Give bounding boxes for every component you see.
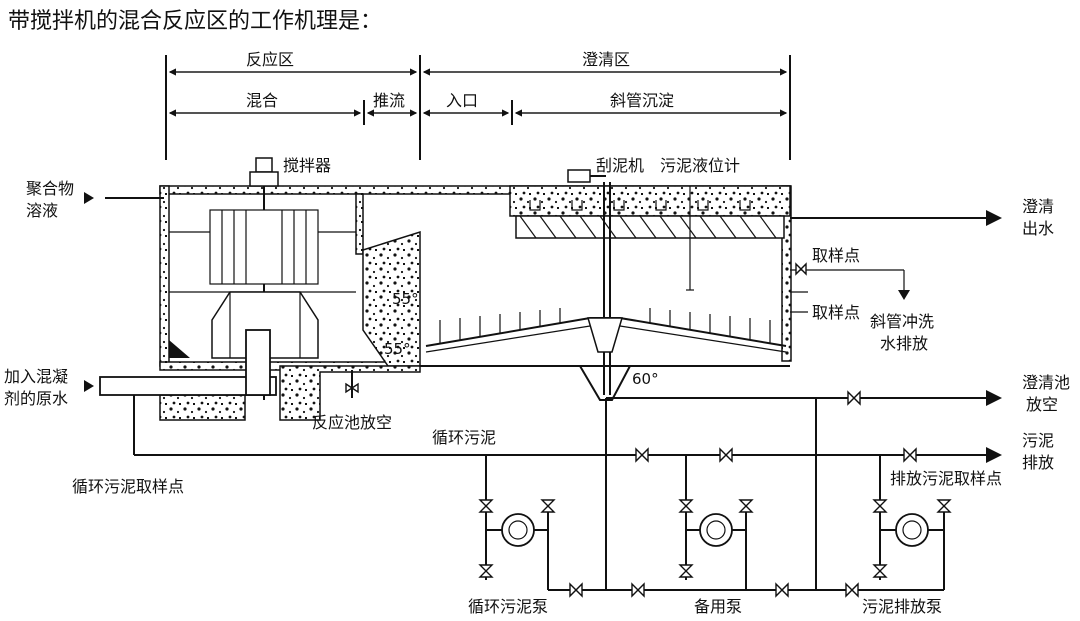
label-angle-1: 55°	[392, 290, 419, 308]
zone-clarify-label: 澄清区	[582, 50, 630, 69]
label-angle-2: 55°	[384, 340, 411, 358]
zone-tube-label: 斜管沉淀	[610, 91, 674, 110]
label-sample-2: 取样点	[812, 303, 860, 322]
piping	[99, 197, 1002, 591]
label-clarifier-drain-1: 澄清池	[1022, 373, 1070, 392]
label-polymer-2: 溶液	[26, 201, 58, 220]
agitator	[169, 157, 319, 400]
zone-inlet-label: 入口	[446, 91, 478, 110]
pump-recirc	[486, 513, 548, 547]
label-recirc-sample: 循环污泥取样点	[72, 477, 184, 496]
valves	[345, 262, 952, 598]
label-recirc-sludge: 循环污泥	[432, 428, 496, 447]
label-clear-out-2: 出水	[1022, 219, 1054, 238]
label-raw-water-1: 加入混凝	[4, 367, 68, 386]
polymer-arrow-icon	[84, 192, 94, 204]
zone-mix-label: 混合	[246, 91, 278, 110]
zone-reaction-label: 反应区	[246, 50, 294, 69]
label-tube-flush-1: 斜管冲洗	[870, 312, 934, 331]
scraper	[425, 169, 787, 395]
inclined-tubes	[519, 215, 777, 239]
sludge-level-meter	[686, 186, 694, 291]
label-sample-1: 取样点	[812, 246, 860, 265]
label-reactor-drain: 反应池放空	[312, 413, 392, 432]
label-agitator: 搅拌器	[283, 156, 331, 175]
pump-discharge	[880, 513, 944, 547]
label-clarifier-drain-2: 放空	[1026, 395, 1058, 414]
zone-push-label: 推流	[373, 91, 405, 110]
diagram-title: 带搅拌机的混合反应区的工作机理是：	[8, 9, 382, 34]
label-scraper: 刮泥机	[596, 156, 644, 175]
label-sludge-meter: 污泥液位计	[660, 156, 740, 175]
label-clear-out-1: 澄清	[1022, 197, 1054, 216]
label-discharge-sample: 排放污泥取样点	[890, 469, 1002, 488]
label-sludge-out-1: 污泥	[1022, 431, 1054, 450]
zone-dimensions	[165, 55, 791, 160]
label-pump-standby: 备用泵	[694, 597, 742, 616]
label-raw-water-2: 剂的原水	[4, 389, 68, 408]
pump-standby	[686, 513, 746, 547]
flush-arrow-icon	[898, 290, 910, 300]
raw-water-arrow-icon	[84, 380, 94, 392]
label-polymer-1: 聚合物	[26, 179, 74, 198]
label-tube-flush-2: 水排放	[880, 334, 928, 353]
tank-structure	[159, 185, 792, 421]
label-pump-discharge: 污泥排放泵	[862, 597, 942, 616]
label-pump-recirc: 循环污泥泵	[468, 597, 548, 616]
label-sludge-out-2: 排放	[1022, 453, 1054, 472]
label-angle-3: 60°	[632, 370, 659, 388]
